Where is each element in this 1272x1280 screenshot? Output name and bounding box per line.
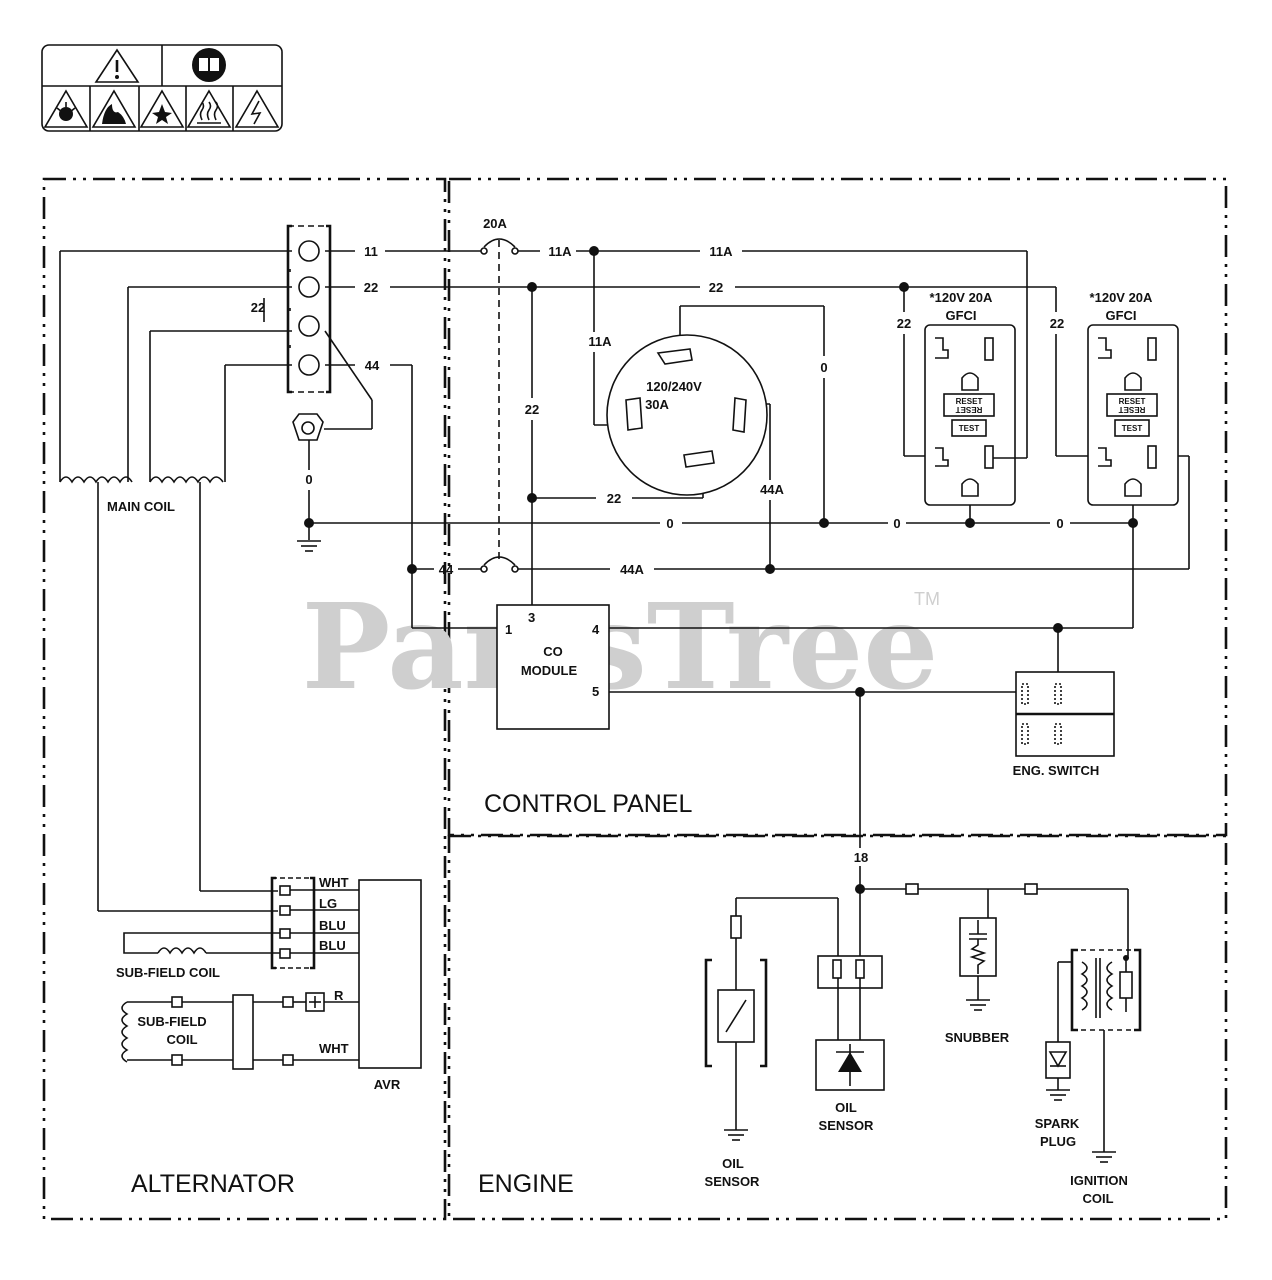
breaker-label: 20A	[483, 216, 507, 231]
junction-dots	[304, 246, 1138, 894]
oil-sensor-left: OIL SENSOR	[705, 915, 768, 1189]
twistlock-receptacle: 120/240V 30A	[606, 334, 768, 496]
electric-shock-icon	[234, 89, 280, 128]
wire-label: 22	[364, 280, 378, 295]
oil-sensor-left-label-1: OIL	[722, 1156, 744, 1171]
gfci1-rating: *120V 20A	[930, 290, 993, 305]
wire-label: 0	[893, 516, 900, 531]
section-borders	[42, 177, 1228, 1221]
wire-label: 18	[854, 850, 868, 865]
co-module-label-2: MODULE	[521, 663, 578, 678]
wire-label: 0	[1056, 516, 1063, 531]
terminal-strip	[286, 224, 332, 552]
main-coil: MAIN COIL	[59, 476, 224, 514]
ground-symbol-icon	[297, 540, 321, 552]
warning-icon-panel	[41, 44, 283, 132]
gfci1-reset-button[interactable]: RESET	[956, 397, 983, 406]
snubber: SNUBBER	[945, 917, 1010, 1045]
wire-labels: 11 22 22 44 0 11A 11A 11A 22 22 22 22 22…	[251, 244, 1064, 865]
gfci2-reset-button[interactable]: RESET	[1119, 397, 1146, 406]
watermark-brand: PartsTree	[302, 577, 939, 716]
main-coil-label: MAIN COIL	[107, 499, 175, 514]
section-title-alternator: ALTERNATOR	[131, 1170, 295, 1198]
wire-label: 44	[365, 358, 380, 373]
sub-field-coil-2-label-1: SUB-FIELD	[137, 1014, 206, 1029]
spark-plug: SPARK PLUG	[1035, 961, 1080, 1149]
explosion-hazard-icon	[43, 89, 89, 128]
wire-label: 11A	[588, 334, 612, 349]
gfci2-test-button[interactable]: TEST	[1122, 424, 1143, 433]
oil-sensor-mid-label-2: SENSOR	[819, 1118, 875, 1133]
wire-label: 11A	[548, 244, 572, 259]
section-title-engine: ENGINE	[478, 1170, 574, 1198]
avr-terminal-wht-2: WHT	[319, 1041, 349, 1056]
eng-switch-label: ENG. SWITCH	[1013, 763, 1100, 778]
avr-terminal-lg: LG	[319, 896, 337, 911]
co-module-label-1: CO	[543, 644, 563, 659]
warning-triangle-icon	[94, 48, 140, 83]
breaker-20a: 20A	[480, 216, 519, 573]
wire-label: 22	[897, 316, 911, 331]
wire-label: 11A	[709, 244, 733, 259]
watermark-trademark: TM	[914, 589, 940, 609]
avr-section: AVR WHT LG BLU BLU R WHT SUB-FIELD COIL	[116, 875, 422, 1092]
hot-surface-icon	[186, 89, 232, 128]
wire-label: 22	[525, 402, 539, 417]
snubber-label: SNUBBER	[945, 1030, 1010, 1045]
wire-label: 22	[607, 491, 621, 506]
gfci2-type: GFCI	[1105, 308, 1136, 323]
wire-label: 44A	[760, 482, 784, 497]
gfci-receptacle-2: *120V 20A GFCI RESET RESET TEST	[1087, 290, 1179, 506]
wire-label: 44	[439, 562, 454, 577]
ignition-coil-label-1: IGNITION	[1070, 1173, 1128, 1188]
oil-sensor-mid: OIL SENSOR	[815, 955, 885, 1133]
gfci2-reset-mirror: RESET	[1119, 405, 1146, 414]
avr-terminal-blu-1: BLU	[319, 918, 346, 933]
avr-terminal-blu-2: BLU	[319, 938, 346, 953]
gfci1-reset-mirror: RESET	[956, 405, 983, 414]
avr-terminal-wht-1: WHT	[319, 875, 349, 890]
connectors-engine	[905, 883, 1038, 895]
twistlock-amps: 30A	[645, 397, 669, 412]
section-titles: CONTROL PANEL ALTERNATOR ENGINE	[131, 790, 692, 1198]
gfci-receptacle-1: *120V 20A GFCI RESET RESET TEST	[924, 290, 1027, 506]
spark-explosion-icon	[139, 89, 185, 128]
wire-label: 0	[820, 360, 827, 375]
co-module: CO MODULE 1 3 4 5	[496, 604, 610, 730]
gfci2-rating: *120V 20A	[1090, 290, 1153, 305]
oil-sensor-mid-label-1: OIL	[835, 1100, 857, 1115]
sub-field-coil-label: SUB-FIELD COIL	[116, 965, 220, 980]
fire-hazard-icon	[91, 89, 137, 128]
co-pin-3: 3	[528, 610, 535, 625]
section-title-control-panel: CONTROL PANEL	[484, 790, 692, 818]
ignition-coil-label-2: COIL	[1082, 1191, 1113, 1206]
read-manual-icon	[192, 48, 226, 82]
wire-label: 0	[666, 516, 673, 531]
gfci1-test-button[interactable]: TEST	[959, 424, 980, 433]
wire-label: 22	[709, 280, 723, 295]
twistlock-rating: 120/240V	[646, 379, 702, 394]
oil-sensor-left-label-2: SENSOR	[705, 1174, 761, 1189]
wire-label: 11	[364, 244, 378, 259]
avr-terminal-r: R	[334, 988, 344, 1003]
ground-bolt-icon	[292, 413, 324, 441]
co-pin-1: 1	[505, 622, 512, 637]
engine-switch: ENG. SWITCH	[1013, 671, 1115, 778]
spark-plug-label-1: SPARK	[1035, 1116, 1080, 1131]
avr-label: AVR	[374, 1077, 401, 1092]
spark-plug-label-2: PLUG	[1040, 1134, 1076, 1149]
co-pin-5: 5	[592, 684, 599, 699]
co-pin-4: 4	[592, 622, 600, 637]
ignition-coil: IGNITION COIL	[1070, 948, 1142, 1206]
wire-label: 22	[1050, 316, 1064, 331]
wire-label: 0	[305, 472, 312, 487]
gfci1-type: GFCI	[945, 308, 976, 323]
sub-field-coil-2-label-2: COIL	[166, 1032, 197, 1047]
wire-label: 22	[251, 300, 265, 315]
wire-label: 44A	[620, 562, 644, 577]
watermark: PartsTree TM	[302, 577, 940, 716]
